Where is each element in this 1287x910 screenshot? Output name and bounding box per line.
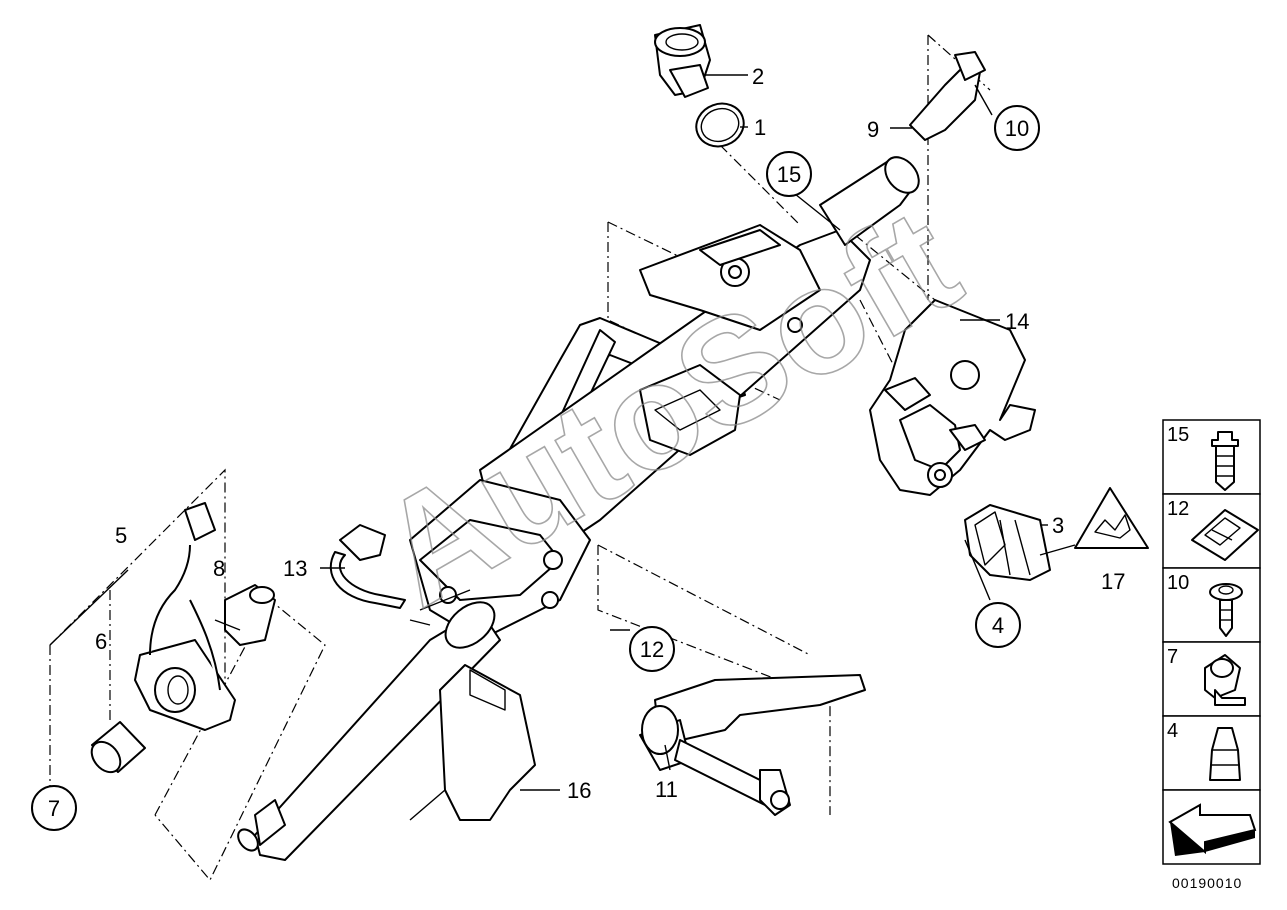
callout-11: 11 [655, 777, 678, 802]
part-13-clip [329, 524, 406, 609]
steering-column [237, 156, 920, 861]
legend-label-12: 12 [1167, 498, 1189, 520]
callout-17: 17 [1101, 569, 1125, 594]
callout-9: 9 [867, 117, 879, 142]
part-3-cover [964, 504, 1051, 581]
callout-8: 8 [213, 556, 225, 581]
part-5-sensor [134, 502, 236, 731]
callout-16: 16 [567, 778, 591, 803]
callout-13: 13 [283, 556, 307, 581]
callout-2: 2 [752, 64, 764, 89]
callout-3: 3 [1052, 513, 1064, 538]
legend-panel: 15 12 10 7 4 [1162, 419, 1261, 865]
callout-10: 10 [1005, 116, 1029, 141]
part-14-housing [869, 299, 1036, 496]
image-id: 00190010 [1172, 875, 1242, 891]
circled-callouts: 10 15 4 12 7 [31, 105, 1040, 831]
callout-labels: 1 2 3 5 6 8 9 11 13 14 16 17 [95, 64, 1125, 803]
legend-label-7: 7 [1167, 646, 1178, 668]
callout-7: 7 [48, 796, 60, 821]
callout-5: 5 [115, 523, 127, 548]
part-2-plug [654, 24, 711, 98]
part-17-warning-label [1074, 487, 1149, 549]
part-9-pin [909, 51, 986, 141]
part-1-ring [695, 102, 745, 148]
callout-14: 14 [1005, 309, 1029, 334]
callout-15: 15 [777, 162, 801, 187]
legend-label-10: 10 [1167, 572, 1189, 594]
part-8-connector [214, 584, 276, 646]
callout-6: 6 [95, 629, 107, 654]
legend-label-4: 4 [1167, 720, 1178, 742]
leader-lines [49, 74, 1076, 791]
part-16-clip [409, 664, 536, 821]
part-6-bushing [90, 721, 146, 774]
callout-1: 1 [754, 115, 766, 140]
callout-12: 12 [640, 637, 664, 662]
callout-4: 4 [992, 613, 1004, 638]
legend-label-15: 15 [1167, 424, 1189, 446]
